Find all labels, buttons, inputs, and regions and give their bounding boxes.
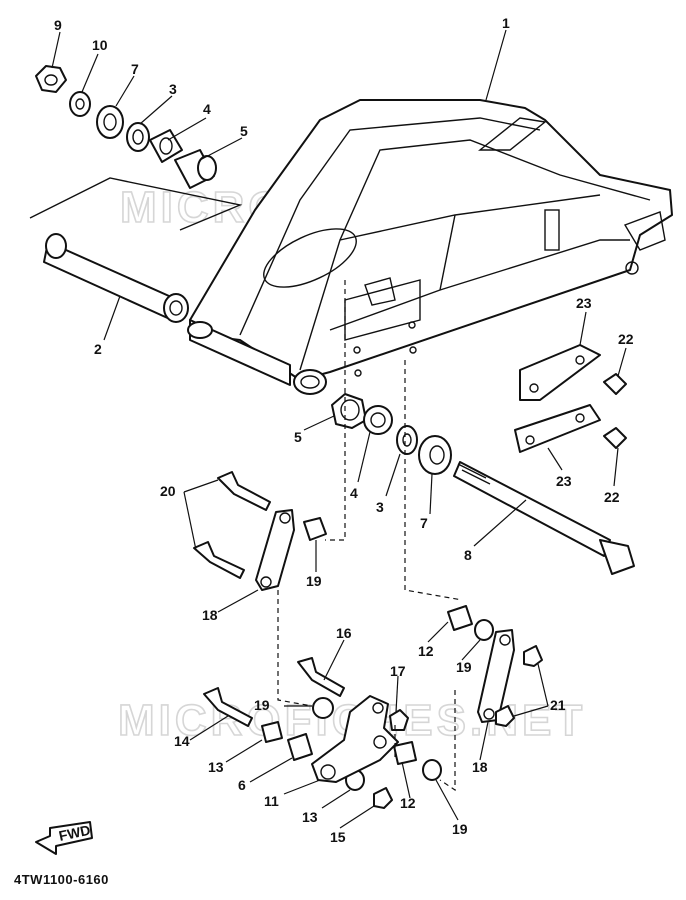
- connecting-rod-left: [255, 509, 295, 591]
- reference-code: 4TW1100-6160: [14, 872, 109, 887]
- swingarm: [187, 99, 673, 395]
- callout-5-lower: 5: [294, 429, 302, 445]
- callout-19-mid: 19: [254, 697, 270, 713]
- callout-14: 14: [174, 733, 190, 749]
- callout-19: 19: [306, 573, 322, 589]
- pivot-bolt: [453, 461, 635, 575]
- callout-4: 4: [203, 101, 211, 117]
- callout-11: 11: [264, 793, 279, 809]
- relay-arm: [311, 695, 399, 783]
- callout-12-lower: 12: [400, 795, 416, 811]
- callout-21: 21: [550, 697, 566, 713]
- spacers-bushings: [261, 517, 494, 791]
- chain-guide-upper: [519, 344, 627, 401]
- callout-12: 12: [418, 643, 434, 659]
- callout-17: 17: [390, 663, 406, 679]
- callout-18-right: 18: [472, 759, 488, 775]
- callout-7: 7: [131, 61, 139, 77]
- callout-16: 16: [336, 625, 352, 641]
- callout-labels: 9 10 7 3 4 5 1 2 23 22 23 22 5 4 3 7 8 2…: [54, 15, 634, 845]
- callout-19-right: 19: [456, 659, 472, 675]
- callout-3-lower: 3: [376, 499, 384, 515]
- callout-8: 8: [464, 547, 472, 563]
- upper-pivot-hardware: [35, 65, 217, 189]
- callout-23-lower: 23: [556, 473, 572, 489]
- callout-22: 22: [618, 331, 634, 347]
- callout-1: 1: [502, 15, 510, 31]
- callout-6: 6: [238, 777, 246, 793]
- callout-4-lower: 4: [350, 485, 358, 501]
- lower-pivot-hardware: [331, 393, 452, 475]
- callout-5: 5: [240, 123, 248, 139]
- leader-lines: [51, 29, 627, 829]
- callout-19-lower: 19: [452, 821, 468, 837]
- callout-13: 13: [208, 759, 224, 775]
- callout-9: 9: [54, 17, 62, 33]
- callout-20: 20: [160, 483, 176, 499]
- callout-15: 15: [330, 829, 346, 845]
- callout-7-lower: 7: [420, 515, 428, 531]
- callout-2: 2: [94, 341, 102, 357]
- fwd-label: FWD: [57, 822, 92, 844]
- relay-arm-bolts: [193, 471, 271, 579]
- callout-18: 18: [202, 607, 218, 623]
- callout-22-lower: 22: [604, 489, 620, 505]
- callout-3: 3: [169, 81, 177, 97]
- callout-10: 10: [92, 37, 108, 53]
- pivot-shaft: [29, 177, 243, 323]
- fwd-arrow: FWD: [35, 821, 93, 855]
- callout-13-lower: 13: [302, 809, 318, 825]
- chain-guide-lower: [514, 404, 627, 453]
- callout-23: 23: [576, 295, 592, 311]
- assembly-lines: [277, 280, 463, 792]
